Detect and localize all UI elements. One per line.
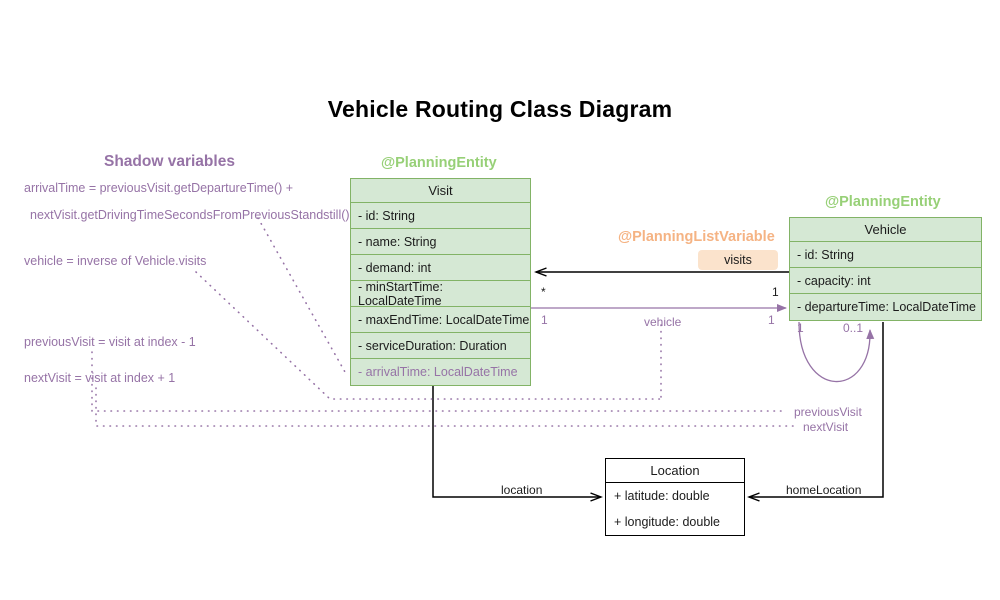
visit-attribute-name: - name: String <box>351 229 530 255</box>
planning-list-variable-label: @PlanningListVariable <box>618 229 775 245</box>
vehicle-edge-label: vehicle <box>644 315 682 329</box>
chain-previous-multiplicity: 1 <box>797 321 804 335</box>
location-attribute-longitude: + longitude: double <box>614 515 720 529</box>
visit-attribute-demand: - demand: int <box>351 255 530 281</box>
shadow-variable-line-arrivaltime-1: arrivalTime = previousVisit.getDeparture… <box>24 181 294 195</box>
vehicle-stereotype-label: @PlanningEntity <box>825 194 941 210</box>
shadow-variable-line-nextvisit: nextVisit = visit at index + 1 <box>24 371 176 385</box>
shadow-variable-line-previousvisit: previousVisit = visit at index - 1 <box>24 335 196 349</box>
shadow-variable-line-vehicle: vehicle = inverse of Vehicle.visits <box>24 254 207 268</box>
vehicle-attribute-departuretime: - departureTime: LocalDateTime <box>797 300 977 314</box>
previous-visit-edge-label: previousVisit <box>794 405 862 419</box>
shadow-variables-heading: Shadow variables <box>104 153 235 170</box>
chain-next-multiplicity: 0..1 <box>843 321 864 335</box>
visit-attribute-serviceduration: - serviceDuration: Duration <box>351 333 530 359</box>
next-visit-edge-label: nextVisit <box>803 420 849 434</box>
visit-class-name: Visit <box>351 179 530 203</box>
visits-target-multiplicity: * <box>541 285 546 299</box>
visit-attribute-minstarttime: - minStartTime: LocalDateTime <box>351 280 530 308</box>
visits-source-multiplicity: 1 <box>772 285 779 299</box>
location-attribute-latitude: + latitude: double <box>614 489 710 503</box>
visit-stereotype-label: @PlanningEntity <box>381 155 497 171</box>
home-location-edge-label: homeLocation <box>786 483 862 497</box>
visit-attribute-maxendtime: - maxEndTime: LocalDateTime <box>351 307 530 333</box>
vehicle-source-multiplicity: 1 <box>541 313 548 327</box>
location-edge-label: location <box>501 483 543 497</box>
page-title: Vehicle Routing Class Diagram <box>327 96 673 122</box>
visits-badge: visits <box>698 250 778 270</box>
edge-location <box>432 385 601 497</box>
vehicle-target-multiplicity: 1 <box>768 313 775 327</box>
shadow-variable-line-arrivaltime-2: nextVisit.getDrivingTimeSecondsFromPrevi… <box>30 208 350 222</box>
vehicle-attribute-id: - id: String <box>790 242 981 268</box>
visit-attribute-id: - id: String <box>351 203 530 229</box>
class-box-vehicle[interactable]: Vehicle - id: String - capacity: int - d… <box>789 217 982 321</box>
vehicle-class-name: Vehicle <box>790 218 981 242</box>
class-box-visit[interactable]: Visit - id: String - name: String - dema… <box>350 178 531 386</box>
vehicle-attribute-capacity: - capacity: int <box>790 268 981 294</box>
location-class-name: Location <box>606 459 744 483</box>
class-box-location[interactable]: Location + latitude: double + longitude:… <box>605 458 745 536</box>
visit-attribute-arrivaltime: - arrivalTime: LocalDateTime <box>358 365 518 379</box>
